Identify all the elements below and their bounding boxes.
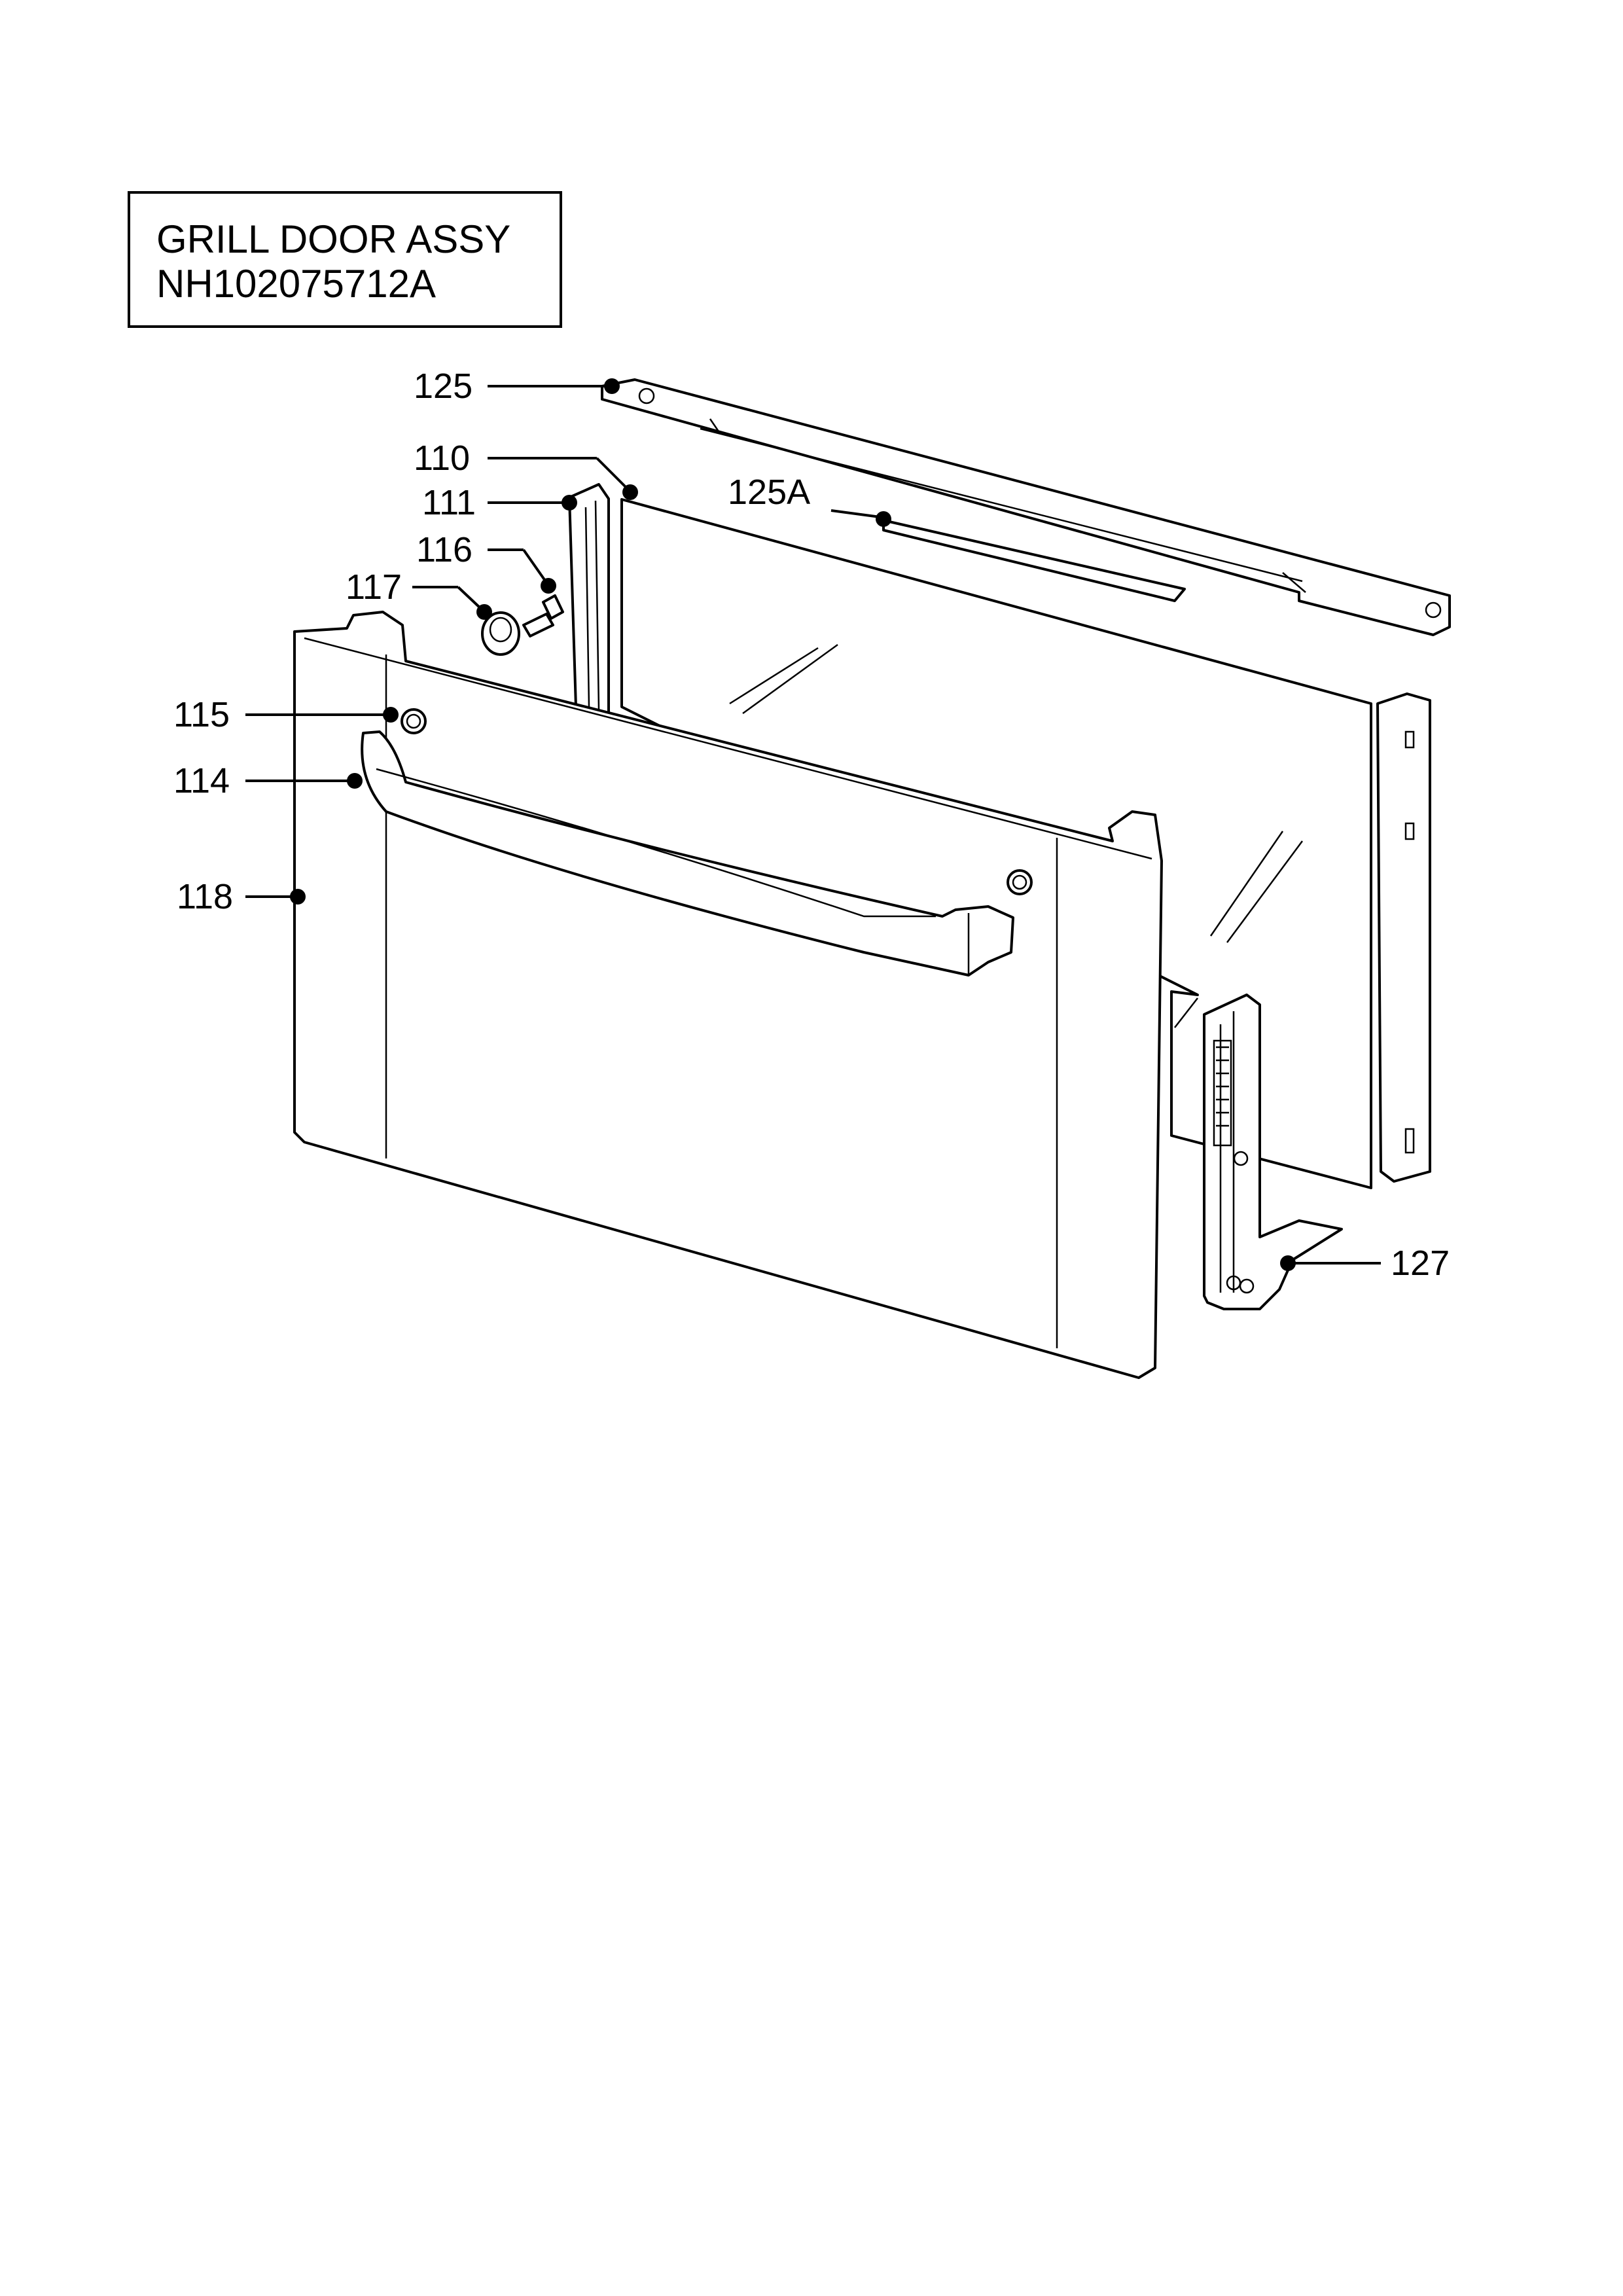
- callout-127: 127: [1391, 1244, 1450, 1283]
- part-115-screw-caps: [401, 708, 1033, 895]
- leader-lines: [245, 378, 1381, 1271]
- callout-116: 116: [416, 530, 473, 569]
- callout-117: 117: [346, 567, 402, 607]
- callout-111: 111: [422, 483, 476, 522]
- callout-labels: 125 110 125A 111 116 117 115 114 118 127: [173, 367, 1450, 1283]
- part-111-side-seal: [568, 483, 610, 718]
- callout-110: 110: [414, 439, 470, 478]
- callout-115: 115: [173, 695, 230, 734]
- part-116-screw: [522, 594, 564, 637]
- callout-125: 125: [414, 367, 473, 406]
- callout-118: 118: [177, 877, 233, 916]
- part-125-top-trim: [601, 378, 1451, 636]
- callout-114: 114: [173, 761, 230, 800]
- assembly-name: GRILL DOOR ASSY: [156, 217, 511, 261]
- part-117-grommet: [481, 611, 520, 656]
- callout-125a: 125A: [728, 473, 810, 512]
- title-box: GRILL DOOR ASSY NH102075712A: [128, 191, 562, 328]
- assembly-part-number: NH102075712A: [156, 262, 437, 306]
- right-side-bracket: [1376, 692, 1431, 1183]
- part-114-handle: [361, 730, 1014, 977]
- part-118-door-panel: [293, 611, 1163, 1379]
